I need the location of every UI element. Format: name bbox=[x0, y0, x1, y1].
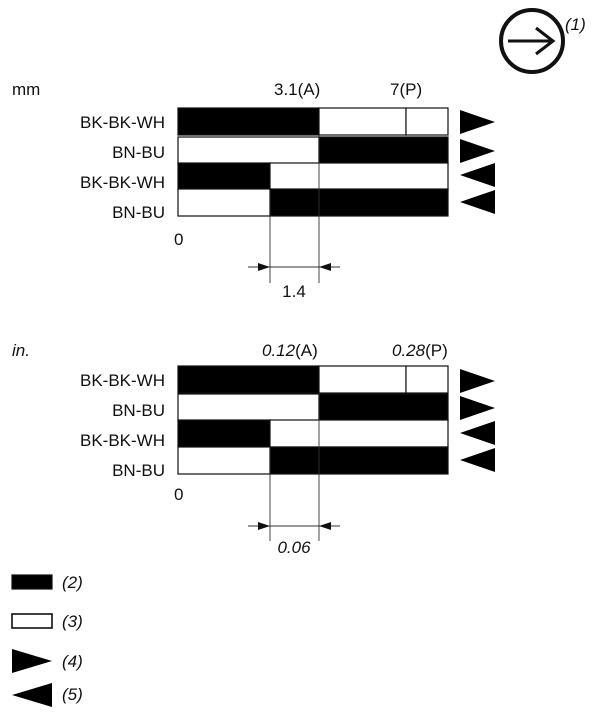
row-label: BK-BK-WH bbox=[80, 173, 165, 192]
marker-a-inch: 0.12(A) bbox=[262, 341, 318, 360]
segment-open bbox=[318, 365, 407, 394]
triangle-right-icon bbox=[460, 396, 495, 420]
origin-label-inch: 0 bbox=[174, 485, 183, 504]
marker-a-mm: 3.1(A) bbox=[274, 80, 320, 99]
diagram-mm: mm 3.1(A) 7(P) BK-BK-WH BN-BU BK-BK-WH B… bbox=[12, 80, 495, 301]
marker-p-mm: 7(P) bbox=[390, 80, 422, 99]
direction-symbol: (1) bbox=[499, 8, 586, 74]
row-label: BN-BU bbox=[112, 203, 165, 222]
row-label: BK-BK-WH bbox=[80, 113, 165, 132]
triangle-right-icon bbox=[460, 110, 495, 134]
row-label: BN-BU bbox=[112, 401, 165, 420]
origin-label-mm: 0 bbox=[174, 230, 183, 249]
segment-closed bbox=[177, 419, 271, 448]
unit-label-mm: mm bbox=[12, 80, 40, 99]
segment-closed bbox=[318, 136, 449, 165]
marker-p-inch: 0.28(P) bbox=[392, 341, 448, 360]
unit-label-inch: in. bbox=[12, 341, 30, 360]
legend-label-right-arrow: (4) bbox=[62, 652, 83, 671]
triangle-right-icon bbox=[460, 139, 495, 163]
arrow-right-icon bbox=[508, 26, 556, 56]
diagram-inch: in. 0.12(A) 0.28(P) BK-BK-WH BN-BU BK-BK… bbox=[12, 341, 495, 557]
segment-open bbox=[405, 107, 449, 136]
triangle-left-icon bbox=[460, 448, 495, 472]
segment-open bbox=[177, 136, 320, 165]
segment-open bbox=[405, 365, 449, 394]
direction-circle bbox=[499, 8, 565, 74]
legend-label-open: (3) bbox=[62, 612, 83, 631]
segment-closed bbox=[269, 188, 449, 217]
segment-open bbox=[318, 107, 407, 136]
dimension-mm: 1.4 bbox=[248, 135, 340, 301]
legend: (2) (3) (4) (5) bbox=[11, 573, 83, 707]
segment-closed bbox=[318, 393, 449, 422]
triangle-left-icon bbox=[12, 683, 52, 707]
triangle-right-icon bbox=[460, 369, 495, 393]
triangle-left-icon bbox=[460, 190, 495, 214]
row-label: BK-BK-WH bbox=[80, 371, 165, 390]
segment-open bbox=[269, 162, 449, 191]
triangle-right-icon bbox=[12, 649, 52, 673]
segment-closed bbox=[177, 107, 320, 136]
segment-open bbox=[177, 393, 320, 422]
row-label: BN-BU bbox=[112, 143, 165, 162]
row-label: BN-BU bbox=[112, 461, 165, 480]
dimension-label-mm: 1.4 bbox=[282, 282, 306, 301]
direction-callout: (1) bbox=[565, 15, 586, 34]
legend-label-closed: (2) bbox=[62, 573, 83, 592]
triangle-left-icon bbox=[460, 421, 495, 445]
legend-closed-swatch bbox=[11, 574, 53, 590]
segment-closed bbox=[269, 446, 449, 475]
row-label: BK-BK-WH bbox=[80, 431, 165, 450]
dimension-inch: 0.06 bbox=[248, 393, 340, 557]
legend-label-left-arrow: (5) bbox=[62, 685, 83, 704]
triangle-left-icon bbox=[460, 163, 495, 187]
segment-open bbox=[177, 446, 271, 475]
segment-closed bbox=[177, 162, 271, 191]
segment-open bbox=[269, 419, 449, 448]
legend-open-swatch bbox=[11, 613, 53, 629]
segment-open bbox=[177, 188, 271, 217]
dimension-label-inch: 0.06 bbox=[277, 538, 311, 557]
segment-closed bbox=[177, 365, 320, 394]
